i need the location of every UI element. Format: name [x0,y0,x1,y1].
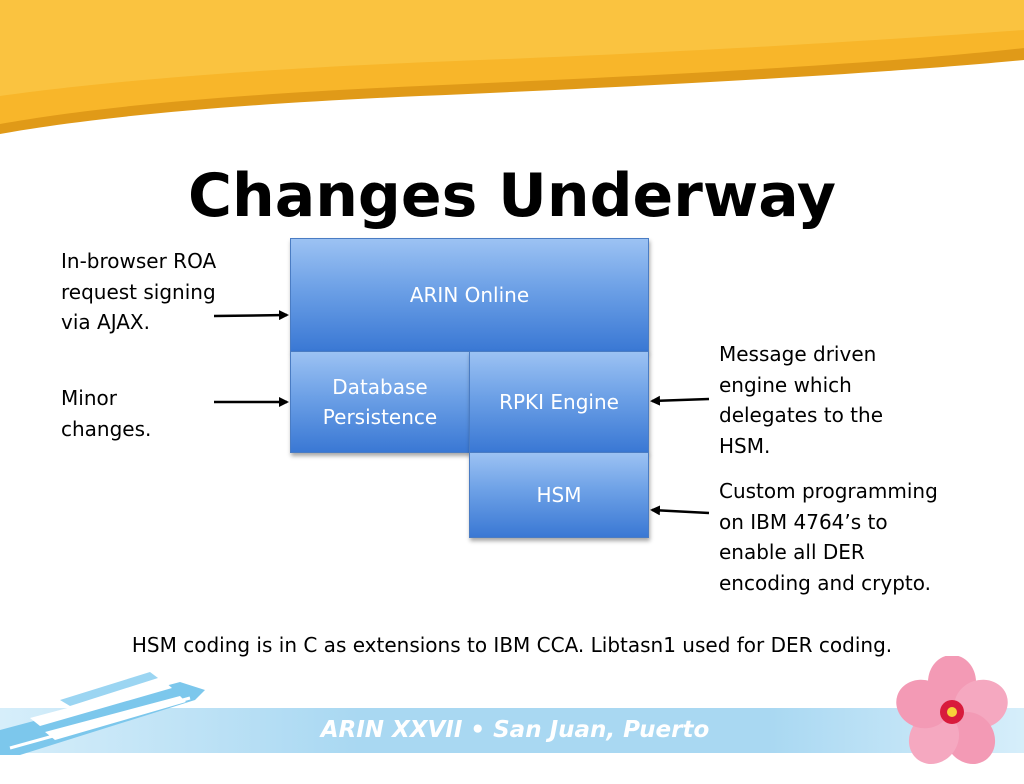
hibiscus-flower-icon [896,656,1008,766]
cruise-ship-icon [0,660,230,760]
arrow-to-rpki-engine [652,399,709,401]
banner-text: ARIN XXVII • San Juan, Puerto Rico [300,712,730,784]
footer-note: HSM coding is in C as extensions to IBM … [0,630,1024,660]
arrow-to-arin-online [214,315,287,316]
arrow-to-hsm [652,510,709,513]
